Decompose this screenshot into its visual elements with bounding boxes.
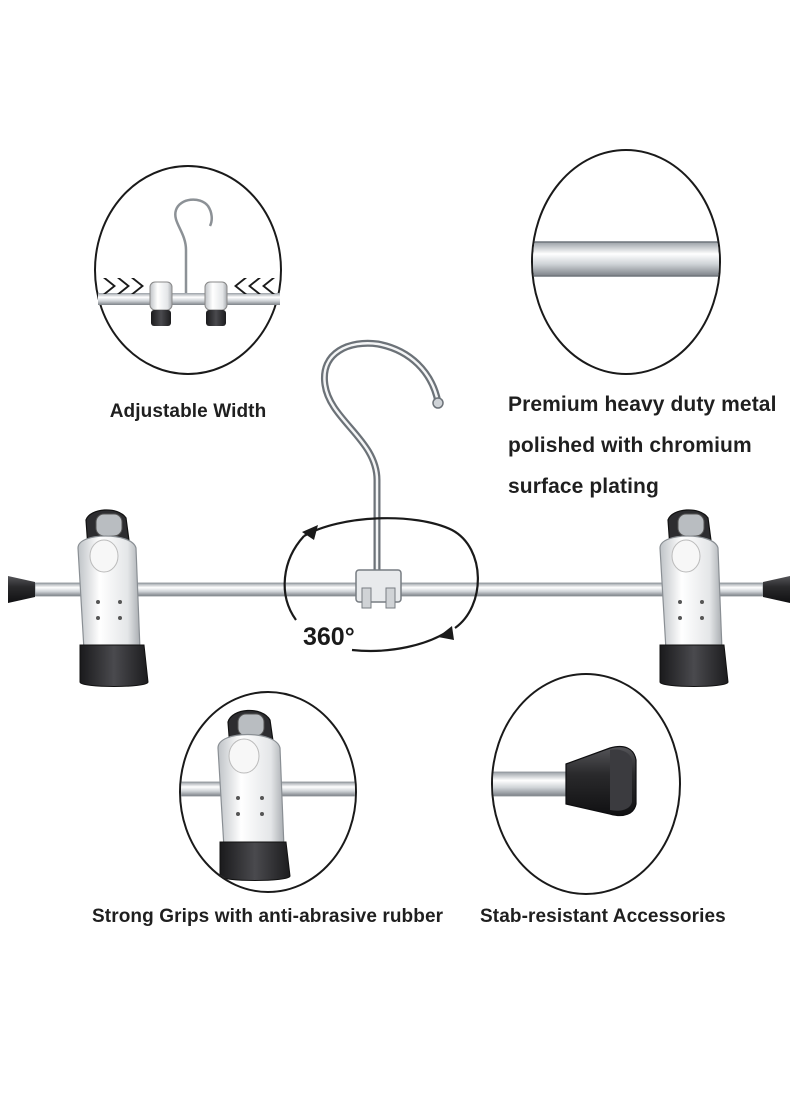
arrow-left-icon bbox=[234, 278, 275, 294]
premium-caption-line-3: surface plating bbox=[508, 475, 659, 498]
end-cap-left bbox=[8, 576, 35, 603]
mini-hook-icon bbox=[174, 198, 213, 300]
adjustable-width-inset bbox=[94, 165, 282, 375]
swivel-hook-icon bbox=[321, 339, 442, 579]
premium-caption-line-1: Premium heavy duty metal bbox=[508, 393, 777, 416]
clip-left bbox=[77, 509, 149, 687]
chrome-plating-inset bbox=[531, 149, 721, 375]
strong-grips-caption: Strong Grips with anti-abrasive rubber bbox=[92, 906, 444, 927]
strong-grips-inset bbox=[179, 691, 357, 893]
arrow-right-icon bbox=[103, 278, 144, 294]
stab-resistant-inset bbox=[491, 673, 681, 895]
premium-metal-caption: Premium heavy duty metal polished with c… bbox=[508, 384, 777, 507]
stab-resistant-caption: Stab-resistant Accessories bbox=[480, 906, 726, 927]
mini-clip-right bbox=[204, 281, 228, 326]
mini-clip-left bbox=[149, 281, 173, 326]
end-cap-right bbox=[763, 576, 790, 603]
adjustable-width-caption: Adjustable Width bbox=[109, 401, 267, 422]
rotation-label: 360° bbox=[303, 623, 355, 651]
premium-caption-line-2: polished with chromium bbox=[508, 434, 752, 457]
main-hanger bbox=[8, 339, 790, 687]
clip-right bbox=[659, 509, 729, 687]
